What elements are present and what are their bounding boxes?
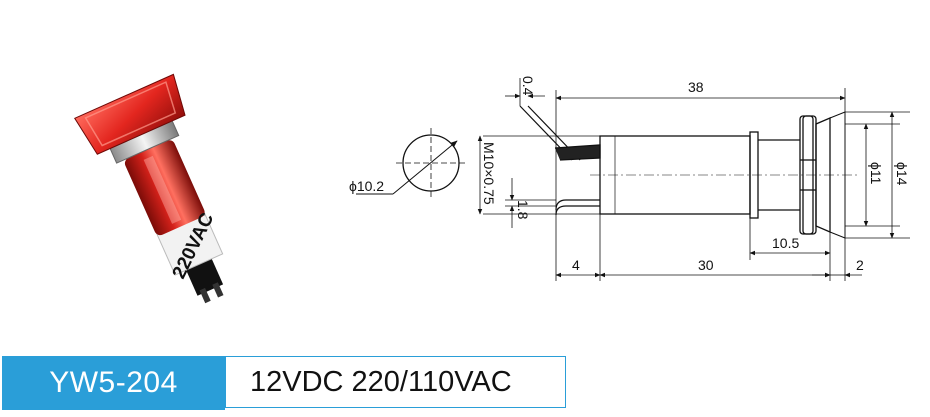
label-flange-thickness: 2: [856, 257, 864, 273]
front-diameter-label: ϕ10.2: [349, 178, 384, 194]
label-body-length: 30: [698, 257, 714, 273]
indicator-lamp-illustration: [74, 73, 224, 304]
label-nut-distance: 10.5: [772, 235, 799, 251]
voltage-rating: 12VDC 220/110VAC: [250, 365, 512, 398]
label-terminal-spacing: 1.8: [515, 200, 531, 220]
front-view: [356, 128, 466, 198]
label-outer-diameter: ϕ14: [894, 162, 910, 186]
dimension-lines: [477, 78, 910, 281]
label-inner-diameter: ϕ11: [868, 162, 884, 185]
label-overall-length: 38: [688, 79, 704, 95]
terminal-lower: [555, 199, 600, 211]
label-terminal-length: 4: [572, 257, 580, 273]
model-number: YW5-204: [49, 366, 178, 399]
side-view: [519, 105, 860, 239]
lamp-body: [124, 140, 205, 236]
lamp-lens: [74, 73, 186, 155]
label-terminal-thickness: 0.4: [520, 76, 536, 96]
diameter-leader: [392, 140, 458, 195]
terminal-wire: [554, 144, 601, 161]
model-banner: YW5-204: [2, 356, 225, 410]
label-thread: M10×0.75: [481, 142, 497, 205]
voltage-banner: 12VDC 220/110VAC: [225, 356, 566, 408]
